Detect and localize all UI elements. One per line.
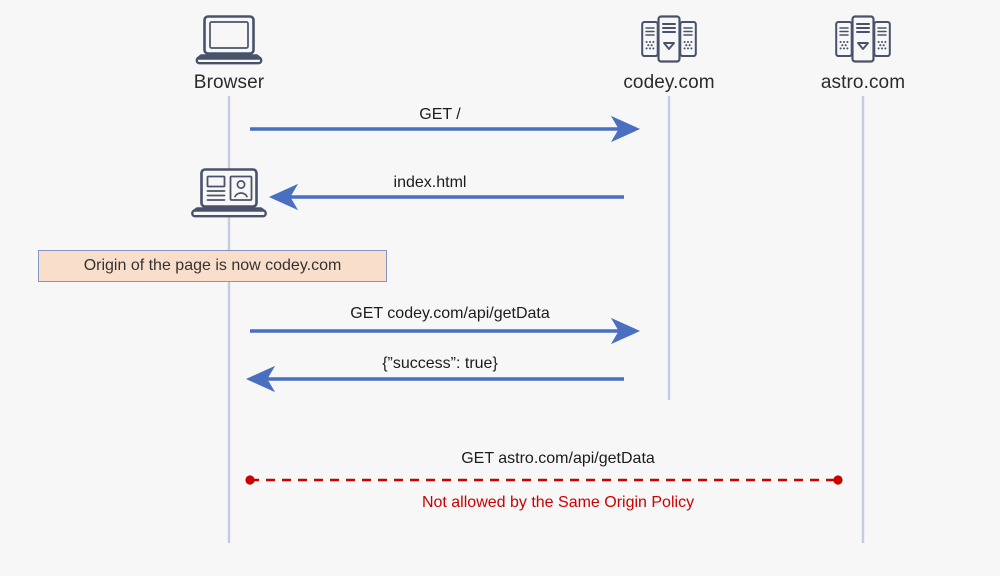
message-endpoint-dot-get-api-astro-end — [833, 475, 843, 485]
note-origin-of-page: Origin of the page is now codey.com — [38, 250, 387, 282]
participant-label-astro: astro.com — [820, 72, 906, 93]
participant-label-codey: codey.com — [623, 72, 715, 93]
laptop-icon — [195, 14, 263, 71]
message-arrows-group — [245, 115, 843, 485]
message-label-get-api-codey: GET codey.com/api/getData — [350, 305, 550, 322]
participant-label-browser: Browser — [193, 72, 265, 93]
laptop-page-icon — [189, 167, 269, 224]
message-label-success-response: {”success”: true} — [382, 355, 498, 372]
message-endpoint-dot-get-api-astro-start — [245, 475, 255, 485]
server-icon-codey — [639, 12, 699, 73]
message-label-index-html: index.html — [393, 174, 467, 191]
message-label-get-api-astro: GET astro.com/api/getData — [461, 450, 655, 467]
message-label-get-root: GET / — [419, 106, 461, 123]
server-icon-astro — [833, 12, 893, 73]
note-origin-of-page-text: Origin of the page is now codey.com — [83, 257, 342, 274]
annotation-same-origin-policy: Not allowed by the Same Origin Policy — [421, 494, 695, 511]
